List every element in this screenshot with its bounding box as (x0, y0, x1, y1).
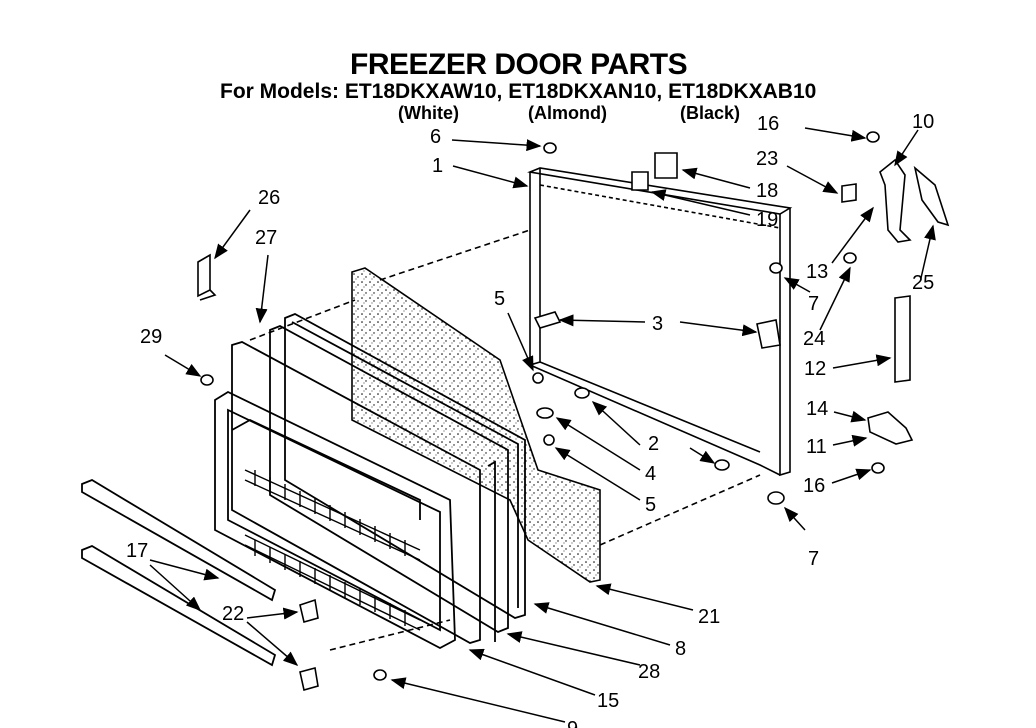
bracket-26 (197, 253, 211, 298)
door-rails (81, 478, 277, 667)
callout-11: 11 (806, 436, 827, 458)
color-label-white: (White) (398, 103, 459, 123)
stop-7-lower (767, 491, 785, 505)
screw-9 (373, 669, 387, 681)
bumper-2-left (574, 387, 590, 399)
cover-19 (631, 171, 649, 191)
bumper-2-right (714, 459, 730, 471)
callout-14: 14 (806, 398, 828, 420)
cover-25 (913, 165, 950, 227)
washer-4 (536, 407, 554, 419)
callout-1: 1 (432, 155, 443, 177)
callout-10: 10 (912, 111, 934, 133)
spring-12 (894, 295, 911, 383)
door-rail-upper (81, 478, 277, 602)
door-frame-left (529, 168, 541, 367)
screw-16-bottom (871, 462, 885, 474)
callout-25: 25 (912, 272, 934, 294)
callout-5-upper: 5 (494, 288, 505, 310)
models-subtitle: For Models: ET18DKXAW10, ET18DKXAN10, ET… (220, 80, 817, 103)
door-frame-bottom-inner (539, 361, 761, 453)
screw-6 (543, 142, 557, 154)
door-frame-bottom (529, 364, 781, 476)
callout-18: 18 (756, 180, 778, 202)
door-rail-lower (81, 544, 277, 667)
callout-29: 29 (140, 326, 162, 348)
callout-21: 21 (698, 606, 720, 628)
callout-2: 2 (648, 433, 659, 455)
hinge-10 (879, 158, 912, 243)
leader-lines (149, 127, 936, 723)
door-shelf-ribs (244, 469, 421, 631)
callout-5-lower: 5 (645, 494, 656, 516)
inner-door-liner (214, 390, 456, 650)
callout-numbers: 1 2 3 4 5 5 6 7 7 8 9 10 11 12 13 14 15 … (126, 111, 934, 728)
color-label-almond: (Almond) (528, 103, 607, 123)
callout-23: 23 (756, 148, 778, 170)
screw-24 (843, 252, 857, 264)
bracket-3-left (533, 311, 562, 329)
callout-12: 12 (804, 358, 826, 380)
callout-24: 24 (803, 328, 825, 350)
end-cap-lower (299, 667, 319, 692)
callout-28: 28 (638, 661, 660, 683)
hardware-parts (197, 131, 950, 692)
frame-parts (249, 167, 793, 651)
callout-19: 19 (756, 209, 778, 231)
screw-16-top (866, 131, 880, 143)
callout-13: 13 (806, 261, 828, 283)
insulation-liner (351, 267, 601, 583)
screw-5-upper (532, 372, 544, 384)
end-cap-upper (299, 598, 319, 623)
color-label-black: (Black) (680, 103, 741, 123)
callout-7-lower: 7 (808, 548, 819, 570)
cover-18 (654, 152, 678, 179)
callout-7-upper: 7 (808, 293, 819, 315)
callout-16-bottom: 16 (803, 475, 825, 497)
door-frame-right (779, 208, 791, 477)
callout-27: 27 (255, 227, 277, 249)
callout-15: 15 (597, 690, 619, 712)
stop-7-upper (769, 262, 783, 274)
bracket-3-right (756, 319, 781, 349)
callout-22: 22 (222, 603, 244, 625)
hinge-14 (867, 411, 914, 445)
callout-4: 4 (645, 463, 656, 485)
gasket-outer (284, 313, 526, 619)
screw-5-lower (543, 434, 555, 446)
callout-8: 8 (675, 638, 686, 660)
gasket-frames (231, 313, 526, 644)
callout-6: 6 (430, 126, 441, 148)
gasket-middle (269, 325, 509, 634)
callout-26: 26 (258, 187, 280, 209)
cover-23 (841, 183, 857, 203)
callout-17: 17 (126, 540, 148, 562)
screw-29 (200, 374, 214, 386)
callout-3: 3 (652, 313, 663, 335)
callout-16-top: 16 (757, 113, 779, 135)
gasket-inner (231, 341, 481, 644)
page-title: FREEZER DOOR PARTS (350, 48, 688, 81)
callout-9: 9 (567, 718, 578, 728)
